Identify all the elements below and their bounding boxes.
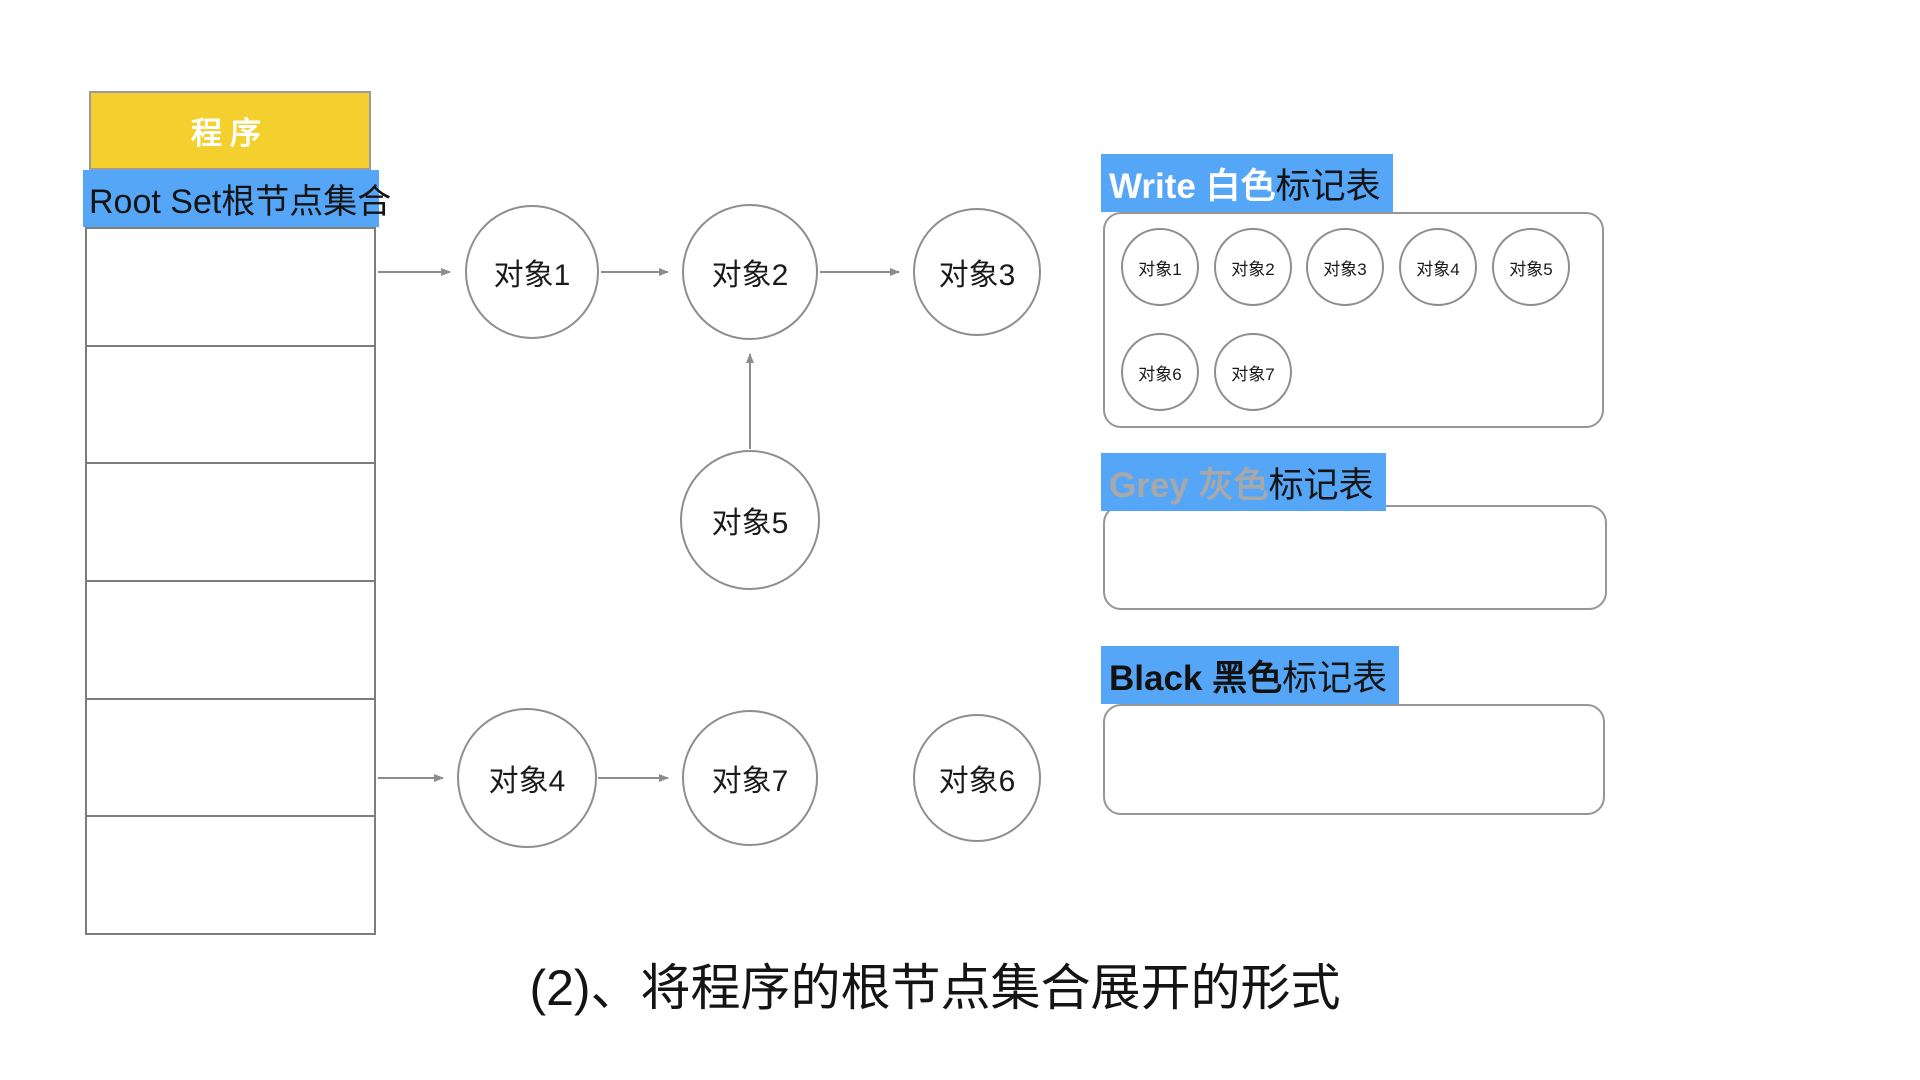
object-node-2: 对象2 <box>682 204 818 340</box>
program-table-body <box>85 227 376 935</box>
black-mark-table-label-highlight: Black 黑色 <box>1109 658 1283 698</box>
grey-mark-table-label: Grey 灰色标记表 <box>1101 453 1386 511</box>
object-node-5: 对象5 <box>680 450 820 590</box>
white-table-object-1: 对象1 <box>1121 228 1199 306</box>
root-set-row: Root Set根节点集合 <box>83 170 391 227</box>
table-empty-row <box>87 464 374 583</box>
white-table-object-5: 对象5 <box>1492 228 1570 306</box>
table-empty-row <box>87 229 374 347</box>
grey-mark-table-box <box>1103 505 1607 610</box>
object-node-4: 对象4 <box>457 708 597 848</box>
caption: (2)、将程序的根节点集合展开的形式 <box>529 960 1341 1016</box>
black-mark-table-label: Black 黑色标记表 <box>1101 646 1400 704</box>
black-mark-table-label-rest: 标记表 <box>1282 658 1388 698</box>
black-mark-table-box <box>1103 704 1605 815</box>
object-node-3: 对象3 <box>913 208 1041 336</box>
object-node-6: 对象6 <box>913 714 1041 842</box>
grey-mark-table-label-rest: 标记表 <box>1268 465 1374 505</box>
table-empty-row <box>87 700 374 818</box>
grey-mark-table-label-highlight: Grey 灰色 <box>1109 465 1269 505</box>
white-mark-table-label-highlight: Write 白色 <box>1109 166 1276 206</box>
white-table-object-7: 对象7 <box>1214 333 1292 411</box>
white-table-object-3: 对象3 <box>1306 228 1384 306</box>
object-node-7: 对象7 <box>682 710 818 846</box>
object-node-1: 对象1 <box>465 205 599 339</box>
table-empty-row <box>87 817 374 933</box>
white-table-object-2: 对象2 <box>1214 228 1292 306</box>
program-table-header: 程序 <box>89 91 371 170</box>
white-mark-table-label: Write 白色标记表 <box>1101 154 1393 212</box>
table-empty-row <box>87 347 374 465</box>
table-empty-row <box>87 582 374 700</box>
white-mark-table-label-rest: 标记表 <box>1275 166 1381 206</box>
white-table-object-4: 对象4 <box>1399 228 1477 306</box>
white-table-object-6: 对象6 <box>1121 333 1199 411</box>
